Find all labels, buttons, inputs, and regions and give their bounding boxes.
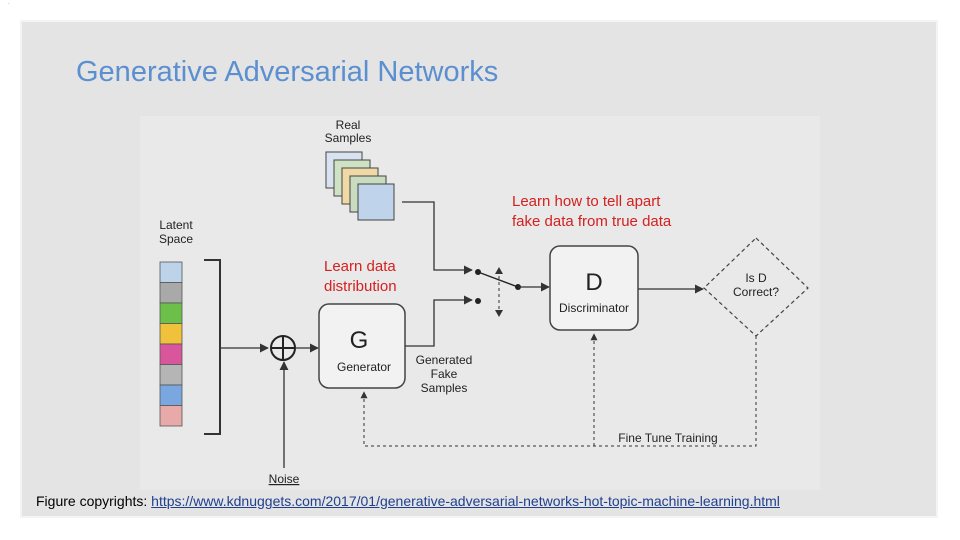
real-samples-path — [402, 201, 473, 275]
latent-cell — [159, 302, 183, 324]
real-sample-stack — [325, 151, 395, 221]
learn-tell-apart-line2: fake data from true data — [512, 213, 672, 230]
generator-letter: G — [350, 327, 369, 354]
real-samples-label-line1: Real — [336, 118, 361, 132]
latent-cell — [159, 261, 183, 283]
caption-link[interactable]: https://www.kdnuggets.com/2017/01/genera… — [151, 493, 780, 509]
generator-label: Generator — [337, 360, 391, 374]
learn-data-distribution-line1: Learn data — [324, 258, 396, 275]
latent-bracket — [204, 259, 221, 435]
gan-diagram: Real Samples Latent Space Noise G Genera… — [140, 116, 820, 490]
latent-space-label-line1: Latent — [159, 218, 193, 232]
generated-fake-samples-line3: Samples — [421, 381, 468, 395]
latent-cell — [159, 282, 183, 304]
discriminator-box — [549, 245, 639, 331]
feedback-loop-path — [360, 336, 757, 447]
decision-label-line2: Correct? — [733, 285, 779, 299]
slide-title: Generative Adversarial Networks — [76, 56, 499, 88]
latent-space-label-line2: Space — [159, 232, 193, 246]
corner-mark: . — [8, 0, 10, 6]
generated-fake-samples-line1: Generated — [416, 353, 473, 367]
discriminator-label: Discriminator — [559, 301, 629, 315]
learn-tell-apart-line1: Learn how to tell apart — [512, 193, 661, 210]
latent-cell — [159, 384, 183, 406]
generated-fake-samples-line2: Fake — [431, 367, 458, 381]
decision-label-line1: Is D — [745, 271, 767, 285]
figure-caption: Figure copyrights: https://www.kdnuggets… — [36, 493, 780, 509]
discriminator-letter: D — [585, 269, 602, 296]
latent-vector — [159, 261, 183, 427]
fine-tune-training-label: Fine Tune Training — [618, 431, 717, 445]
latent-cell — [159, 343, 183, 365]
noise-label: Noise — [269, 472, 300, 486]
slide: Generative Adversarial Networks Real Sam… — [20, 20, 938, 518]
learn-data-distribution-line2: distribution — [324, 278, 397, 295]
generator-output-path — [405, 295, 473, 347]
real-sample-card — [357, 183, 395, 221]
latent-cell — [159, 323, 183, 345]
sum-node-icon — [270, 335, 296, 361]
latent-cell — [159, 364, 183, 386]
real-samples-label-line2: Samples — [325, 131, 372, 145]
latent-cell — [159, 405, 183, 427]
caption-label: Figure copyrights: — [36, 493, 152, 509]
sample-switch-icon — [475, 267, 521, 317]
